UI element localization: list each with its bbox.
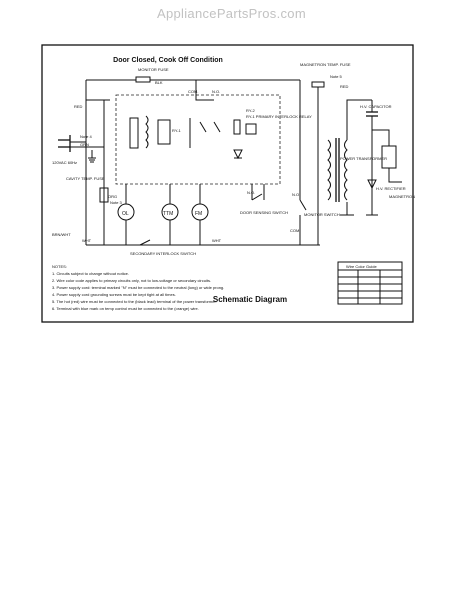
wire-color-guide-title: Wire Color Guide [346,264,377,269]
com-label-top: COM. [188,89,198,94]
control-board-outline [115,94,281,185]
ol-label: OL [122,211,129,217]
trm-label: TTM [163,211,173,217]
cavity-fuse-label: CAVITY TEMP. FUSE [66,176,105,181]
condition-title: Door Closed, Cook Off Condition [113,57,223,64]
svg-text:1. Circuits subject to change: 1. Circuits subject to change without no… [52,271,129,276]
magnetron-fuse-label: MAGNETRON TEMP. FUSE [300,62,351,67]
note3-label: Note 3 [110,200,123,205]
monitor-fuse-symbol [135,76,151,83]
relay-coil-2 [145,115,149,149]
svg-text:N.O.: N.O. [247,190,255,195]
magnetron-fuse-symbol [311,81,325,88]
capacitor-label: H.V. CAPACITOR [360,104,392,109]
fm-label: FM [195,211,202,217]
red-wire-label-2: RED [340,84,349,89]
transformer-primary [327,139,331,201]
svg-text:5. The hot (red) wire must be: 5. The hot (red) wire must be connected … [52,299,217,304]
diagram-caption: Schematic Diagram [213,295,287,304]
diode-symbol [233,149,243,160]
transformer-label: POWER TRANSFORMER [340,156,387,161]
no-label-top: N.O. [212,89,220,94]
relay-coil-1 [129,117,139,149]
watermark-text: AppliancePartsPros.com [157,6,306,21]
monitor-switch-symbol [299,199,307,211]
notes-block: NOTES: 1. Circuits subject to change wit… [52,264,224,311]
monitor-fuse-label: MONITOR FUSE [138,67,169,72]
svg-text:3. Power supply cord: terminal: 3. Power supply cord: terminal marked "N… [52,285,224,290]
door-sensing-switch-symbol [251,193,263,201]
primary-relay-label: RY-1 PRIMARY INTERLOCK RELAY [246,114,312,119]
red-wire-label: RED [74,104,83,109]
note5-label: Note 5 [330,74,343,79]
svg-text:2. Wire color code applies to: 2. Wire color code applies to primary ci… [52,278,211,283]
svg-text:NOTES:: NOTES: [52,264,67,269]
transformer-secondary [344,139,348,201]
svg-text:RY-1: RY-1 [172,128,181,133]
blk-label: BLK [155,80,163,85]
wire-color-guide-table: Wire Color Guide [337,261,403,305]
org-label: ORG [108,194,117,199]
volts-label: 120VAC 60Hz [52,160,77,165]
relay-block [157,119,171,145]
secondary-switch-label: SECONDARY INTERLOCK SWITCH [130,251,196,256]
door-sensing-label: DOOR SENSING SWITCH [240,210,288,215]
hv-rectifier-symbol [367,179,377,190]
svg-text:4. Power supply cord grounding: 4. Power supply cord grounding screws mu… [52,292,176,297]
wht-label-2: WHT [212,238,222,243]
magnetron-label: MAGNETRON [389,194,415,199]
monitor-switch-label: MONITOR SWITCH [304,212,340,217]
no-label-bottom: N.O. [292,192,300,197]
secondary-switch-symbol [139,239,151,246]
hv-rectifier-label: H.V. RECTIFIER [376,186,406,191]
svg-text:RY-2: RY-2 [246,108,255,113]
grn-label: GRN [80,142,89,147]
com-label-bottom: COM. [290,228,300,233]
wht-label-1: WHT [82,238,92,243]
svg-text:6. Terminal with blue mark on: 6. Terminal with blue mark on temp contr… [52,306,199,311]
cavity-fuse-symbol [99,187,109,203]
brown-wire-label: BRN/WHT [52,232,71,237]
relay-contact-1 [199,121,207,133]
relay-contact-2 [213,121,221,133]
